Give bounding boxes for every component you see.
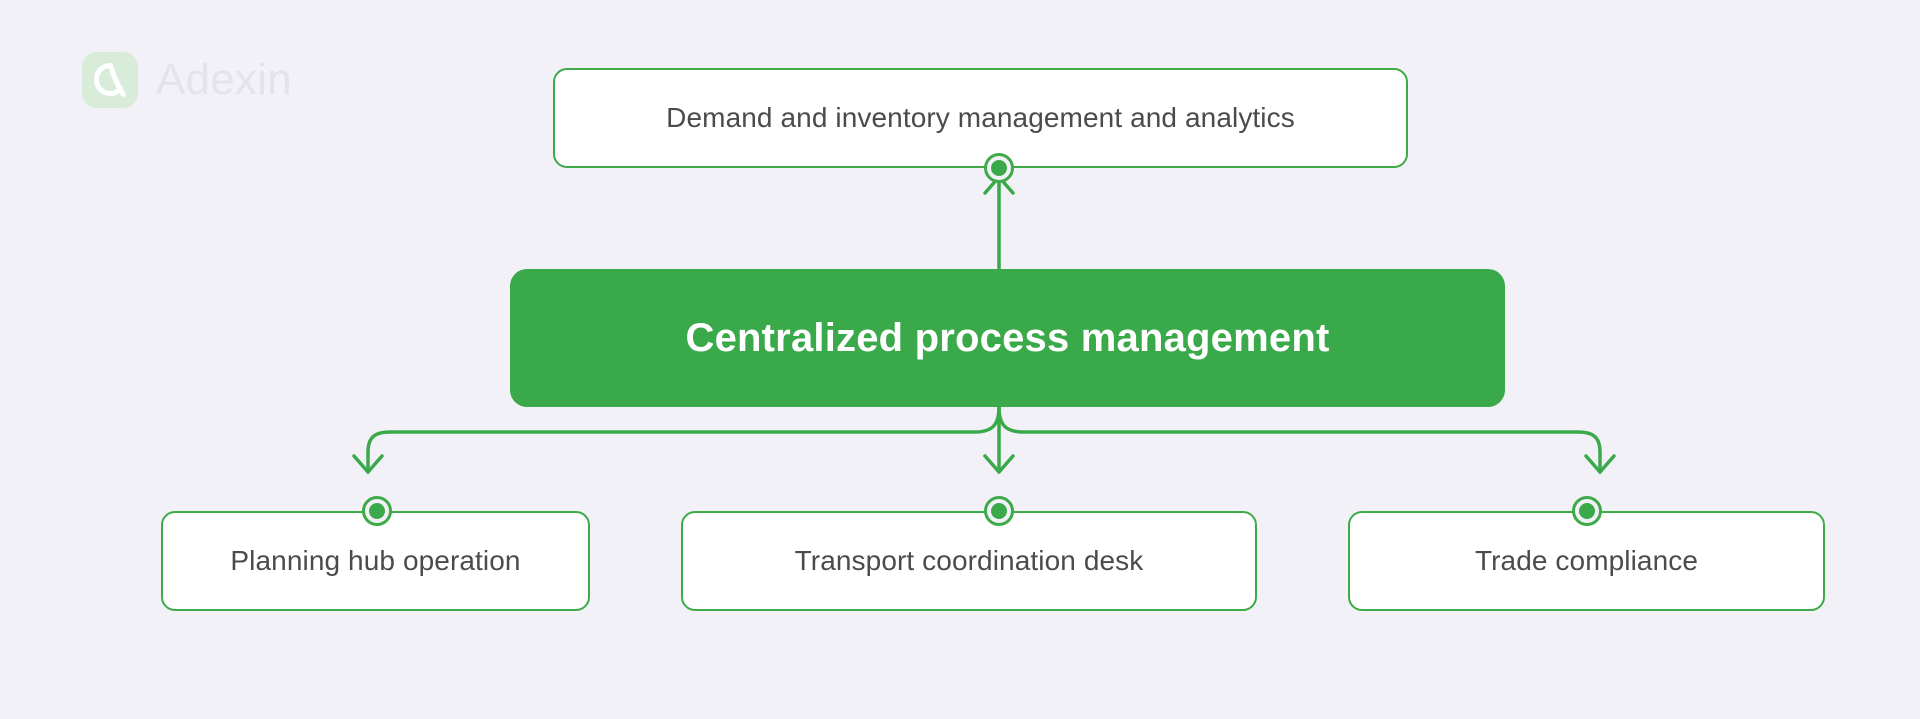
arrow-down-icon-left bbox=[352, 454, 384, 474]
node-trade-compliance[interactable]: Trade compliance bbox=[1348, 511, 1825, 611]
node-planning-hub-operation[interactable]: Planning hub operation bbox=[161, 511, 590, 611]
node-label: Trade compliance bbox=[1474, 545, 1699, 577]
node-transport-coordination-desk[interactable]: Transport coordination desk bbox=[681, 511, 1257, 611]
branch-left-path bbox=[366, 405, 1001, 474]
connection-port-icon-right bbox=[1572, 496, 1602, 526]
branch-right-path bbox=[997, 405, 1602, 474]
node-label: Planning hub operation bbox=[230, 545, 521, 577]
connection-port-icon-left bbox=[362, 496, 392, 526]
node-centralized-process-management[interactable]: Centralized process management bbox=[510, 269, 1505, 407]
node-demand-inventory[interactable]: Demand and inventory management and anal… bbox=[553, 68, 1408, 168]
brand-logo: Adexin bbox=[82, 52, 292, 108]
brand-name: Adexin bbox=[156, 55, 292, 104]
node-label: Demand and inventory management and anal… bbox=[666, 102, 1295, 134]
node-label: Transport coordination desk bbox=[794, 545, 1144, 577]
connection-port-icon-center bbox=[984, 496, 1014, 526]
adexin-swoosh-icon bbox=[82, 52, 138, 108]
arrow-down-icon-center bbox=[983, 454, 1015, 474]
connection-port-icon-top bbox=[984, 153, 1014, 183]
arrow-down-icon-right bbox=[1584, 454, 1616, 474]
node-label: Centralized process management bbox=[685, 316, 1330, 360]
